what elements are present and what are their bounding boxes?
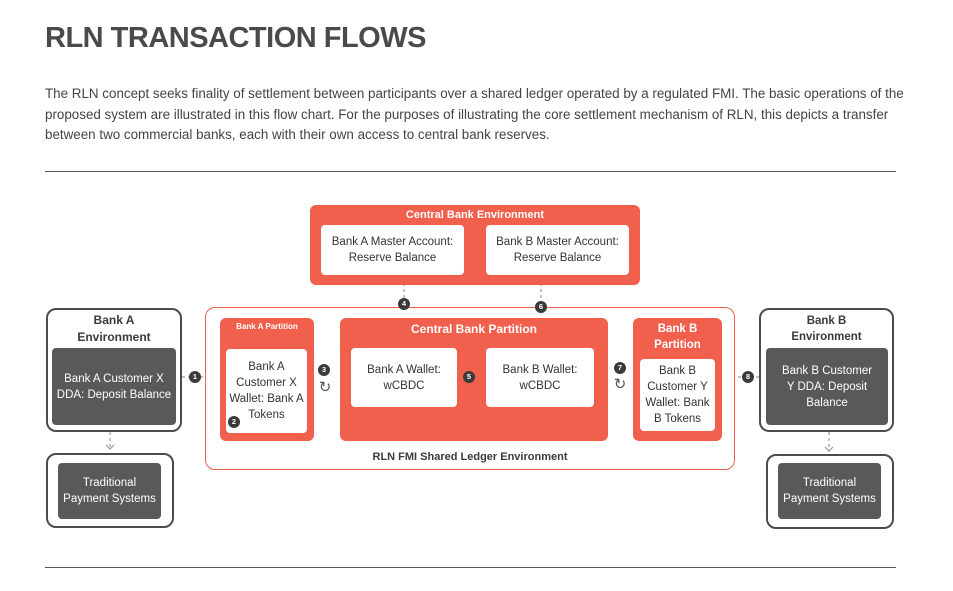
bank-b-traditional-payment-systems: Traditional Payment Systems: [778, 463, 881, 519]
step-badge-6: 6: [535, 301, 547, 313]
central-bank-partition-label: Central Bank Partition: [410, 322, 538, 336]
shared-ledger-label: RLN FMI Shared Ledger Environment: [372, 451, 568, 463]
cycle-icon: ↻: [613, 376, 627, 393]
bank-b-master-account: Bank B Master Account: Reserve Balance: [486, 225, 629, 275]
page-title: RLN TRANSACTION FLOWS: [45, 22, 426, 54]
bank-a-traditional-payment-systems: Traditional Payment Systems: [58, 463, 161, 519]
bank-b-customer-wallet: Bank B Customer Y Wallet: Bank B Tokens: [640, 359, 715, 431]
bank-a-partition-label: Bank A Partition: [236, 322, 298, 331]
cycle-icon: ↻: [318, 379, 332, 396]
intro-paragraph: The RLN concept seeks finality of settle…: [45, 86, 904, 142]
bank-b-partition-label: Bank B Partition: [654, 323, 701, 351]
step-badge-3: 3: [318, 364, 330, 376]
bank-a-customer-dda: Bank A Customer X DDA: Deposit Balance: [52, 348, 176, 425]
bottom-divider: [45, 567, 896, 568]
top-divider: [45, 171, 896, 172]
bank-a-environment-label: Bank A Environment: [77, 313, 151, 344]
central-bank-environment-label: Central Bank Environment: [405, 209, 545, 221]
step-badge-8: 8: [742, 371, 754, 383]
bank-b-environment-label: Bank B Environment: [791, 315, 862, 343]
bank-b-customer-dda: Bank B Customer Y DDA: Deposit Balance: [766, 348, 888, 425]
step-badge-4: 4: [398, 298, 410, 310]
step-badge-5: 5: [463, 371, 475, 383]
bank-b-wcbdc-wallet: Bank B Wallet: wCBDC: [486, 348, 594, 407]
bank-a-master-account: Bank A Master Account: Reserve Balance: [321, 225, 464, 275]
step-badge-1: 1: [189, 371, 201, 383]
step-badge-7: 7: [614, 362, 626, 374]
step-badge-2: 2: [228, 416, 240, 428]
bank-a-wcbdc-wallet: Bank A Wallet: wCBDC: [351, 348, 457, 407]
